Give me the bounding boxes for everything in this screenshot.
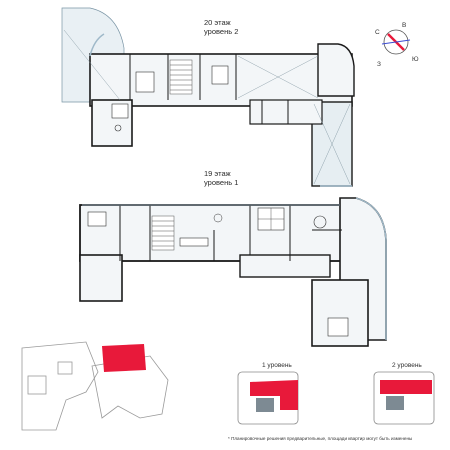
floor-19-number: 19 этаж — [204, 169, 231, 178]
floor-19-middle — [239, 254, 331, 278]
bay-right — [317, 43, 355, 97]
corridor-20 — [249, 99, 323, 125]
bed-20-a — [135, 71, 155, 93]
compass-west-label: З — [377, 61, 381, 68]
floor-20-level: уровень 2 — [204, 27, 239, 36]
stair-19 — [151, 215, 175, 251]
level-2-caption: 2 уровень — [392, 362, 422, 369]
site-context-map — [21, 341, 169, 431]
level-1-thumbnail — [237, 371, 299, 425]
compass-east-label: В — [402, 22, 407, 29]
floor-19-title: 19 этаж уровень 1 — [204, 169, 238, 187]
floor-19-level: уровень 1 — [204, 178, 239, 187]
floor-19-left-wing — [79, 254, 123, 302]
compass-south-label: Ю — [412, 56, 419, 63]
floor-19-interior — [79, 204, 369, 262]
bed-20-b — [211, 65, 229, 85]
compass-north-label: С — [375, 29, 380, 36]
compass-rose-icon — [381, 29, 411, 55]
footnote: * Планировочные решения предварительные,… — [228, 436, 413, 441]
level-2-thumbnail — [373, 371, 435, 425]
stair-20 — [169, 59, 193, 95]
floor-20-number: 20 этаж — [204, 18, 231, 27]
floor-20-title: 20 этаж уровень 2 — [204, 18, 238, 36]
floor-20-plan — [61, 7, 355, 187]
level-1-caption: 1 уровень — [262, 362, 292, 369]
floor-19-plan — [79, 197, 387, 347]
